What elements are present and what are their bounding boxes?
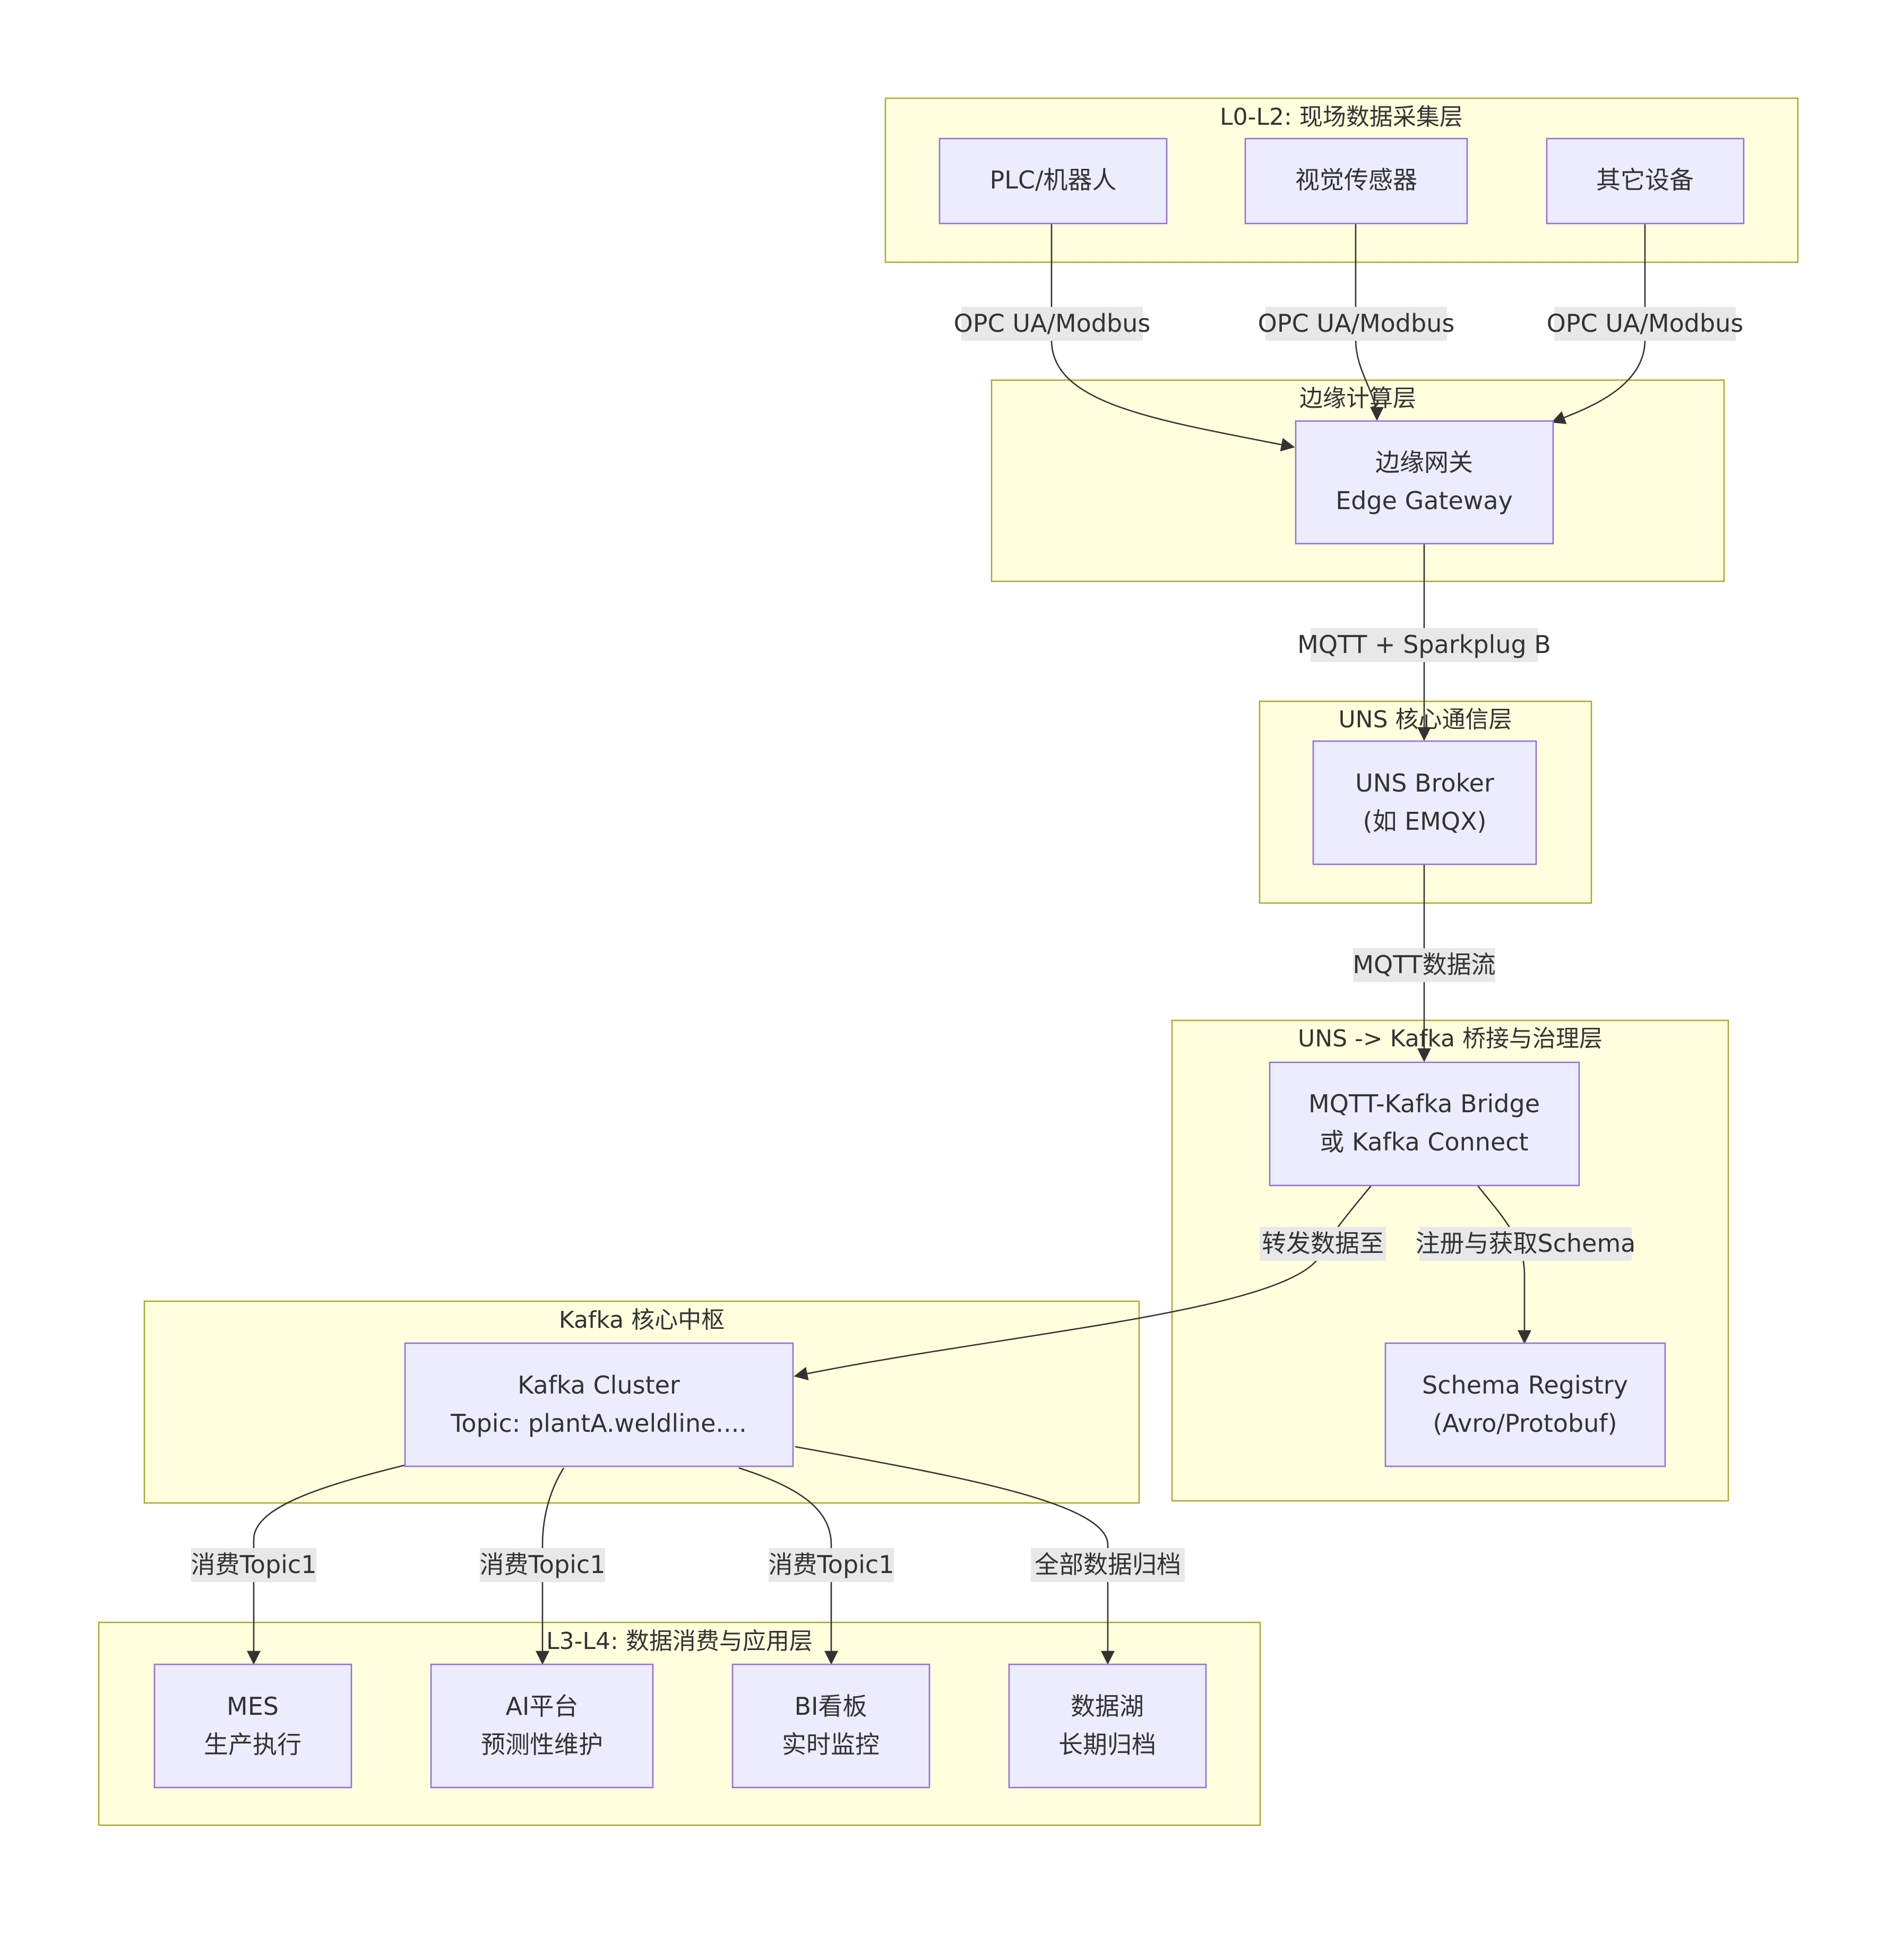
edge-label-vision-gateway-text: OPC UA/Modbus: [1258, 309, 1455, 338]
node-mqtt-kafka-bridge: MQTT-Kafka Bridge 或 Kafka Connect: [1269, 1061, 1580, 1187]
node-plc-robot: PLC/机器人: [938, 138, 1168, 225]
cluster-kafka-hub-title: Kafka 核心中枢: [559, 1307, 725, 1334]
edge-label-kafka-ai-text: 消费Topic1: [480, 1550, 606, 1579]
node-bi-dashboard-line1: BI看板: [794, 1692, 867, 1721]
edge-label-bridge-registry-text: 注册与获取Schema: [1416, 1229, 1636, 1258]
edge-label-bridge-kafka: 转发数据至: [1260, 1227, 1386, 1261]
edge-kafka-to-mes: [247, 1464, 405, 1665]
node-bi-dashboard: BI看板 实时监控: [731, 1663, 931, 1789]
node-bi-dashboard-line2: 实时监控: [782, 1730, 880, 1759]
edge-label-kafka-lake: 全部数据归档: [1031, 1548, 1185, 1582]
edge-label-gateway-broker-text: MQTT + Sparkplug B: [1297, 630, 1551, 659]
edge-label-kafka-mes: 消费Topic1: [191, 1548, 317, 1582]
edge-label-plc-gateway: OPC UA/Modbus: [954, 307, 1151, 341]
cluster-bridge-layer-title: UNS -> Kafka 桥接与治理层: [1298, 1025, 1603, 1052]
edge-label-plc-gateway-text: OPC UA/Modbus: [954, 309, 1151, 338]
node-uns-broker: UNS Broker (如 EMQX): [1312, 740, 1537, 865]
edge-label-broker-bridge: MQTT数据流: [1352, 948, 1496, 982]
edge-kafka-to-ai: [536, 1467, 565, 1665]
edge-label-bridge-registry: 注册与获取Schema: [1416, 1227, 1636, 1261]
cluster-apps-layer-title: L3-L4: 数据消费与应用层: [546, 1628, 813, 1655]
node-data-lake-line1: 数据湖: [1071, 1692, 1144, 1721]
edge-label-gateway-broker: MQTT + Sparkplug B: [1297, 628, 1551, 662]
edge-vision-to-gateway: [1355, 224, 1384, 421]
node-kafka-cluster: Kafka Cluster Topic: plantA.weldline....: [404, 1342, 794, 1467]
node-ai-platform-line2: 预测性维护: [481, 1730, 603, 1759]
node-vision-sensor-label: 视觉传感器: [1295, 166, 1417, 194]
edge-kafka-to-bi: [738, 1467, 838, 1665]
node-edge-gateway-line2: Edge Gateway: [1336, 486, 1513, 515]
node-data-lake-line2: 长期归档: [1058, 1730, 1156, 1759]
edge-label-kafka-bi-text: 消费Topic1: [769, 1550, 894, 1579]
edge-kafka-to-lake: [795, 1446, 1115, 1665]
node-mqtt-kafka-bridge-line2: 或 Kafka Connect: [1320, 1128, 1528, 1156]
node-mqtt-kafka-bridge-line1: MQTT-Kafka Bridge: [1308, 1089, 1540, 1118]
edge-bridge-to-kafka: [794, 1184, 1373, 1381]
node-plc-robot-label: PLC/机器人: [990, 166, 1117, 194]
edge-label-other-gateway-text: OPC UA/Modbus: [1547, 309, 1744, 338]
edge-label-vision-gateway: OPC UA/Modbus: [1258, 307, 1455, 341]
node-edge-gateway: 边缘网关 Edge Gateway: [1295, 420, 1554, 545]
edge-label-broker-bridge-text: MQTT数据流: [1352, 950, 1495, 979]
cluster-edge-layer-title: 边缘计算层: [1299, 385, 1416, 412]
cluster-uns-layer-title: UNS 核心通信层: [1338, 706, 1512, 733]
edge-label-kafka-mes-text: 消费Topic1: [191, 1550, 317, 1579]
node-uns-broker-line2: (如 EMQX): [1363, 807, 1487, 836]
cluster-field-layer-title: L0-L2: 现场数据采集层: [1220, 104, 1463, 131]
node-other-devices: 其它设备: [1546, 138, 1745, 225]
node-other-devices-label: 其它设备: [1596, 166, 1694, 194]
node-mes-line2: 生产执行: [204, 1730, 301, 1759]
edge-label-other-gateway: OPC UA/Modbus: [1547, 307, 1744, 341]
node-mes: MES 生产执行: [153, 1663, 352, 1789]
node-vision-sensor: 视觉传感器: [1244, 138, 1468, 225]
node-schema-registry: Schema Registry (Avro/Protobuf): [1384, 1342, 1666, 1467]
edge-plc-to-gateway: [1050, 224, 1295, 452]
node-ai-platform: AI平台 预测性维护: [430, 1663, 654, 1789]
node-mes-line1: MES: [227, 1692, 279, 1721]
node-edge-gateway-line1: 边缘网关: [1375, 448, 1473, 477]
node-schema-registry-line2: (Avro/Protobuf): [1433, 1409, 1617, 1438]
node-data-lake: 数据湖 长期归档: [1008, 1663, 1207, 1789]
node-kafka-cluster-line1: Kafka Cluster: [518, 1371, 680, 1399]
edge-label-kafka-ai: 消费Topic1: [480, 1548, 606, 1582]
node-ai-platform-line1: AI平台: [505, 1692, 578, 1721]
edge-label-bridge-kafka-text: 转发数据至: [1262, 1229, 1384, 1258]
edge-other-to-gateway: [1551, 224, 1646, 424]
node-schema-registry-line1: Schema Registry: [1422, 1371, 1628, 1399]
node-kafka-cluster-line2: Topic: plantA.weldline....: [450, 1409, 747, 1438]
edge-label-kafka-lake-text: 全部数据归档: [1035, 1550, 1181, 1579]
node-uns-broker-line1: UNS Broker: [1355, 769, 1494, 797]
edge-label-kafka-bi: 消费Topic1: [769, 1548, 894, 1582]
